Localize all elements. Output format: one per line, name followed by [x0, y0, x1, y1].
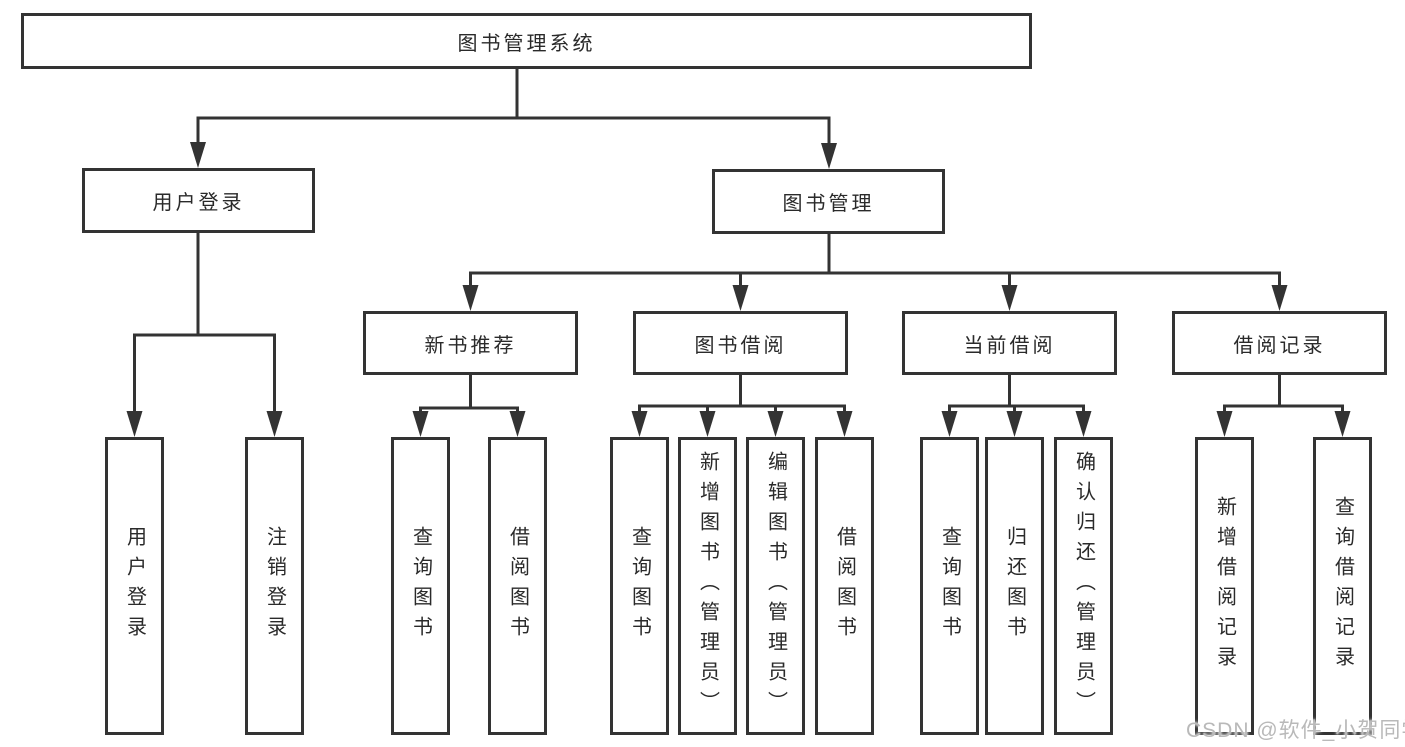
connector-user-login-to-leaves — [126, 233, 283, 437]
node-book-borrowing: 图书借阅 — [633, 311, 848, 375]
connector-book-mgmt-to-level3 — [462, 234, 1288, 311]
watermark: CSDN @软件_小贺同学 — [1186, 719, 1405, 742]
node-current-borrowing: 当前借阅 — [902, 311, 1117, 375]
node-root-system: 图书管理系统 — [21, 13, 1032, 69]
leaf-borrow-books: 借阅图书 — [815, 437, 874, 735]
connector-current-borrow-to-leaves — [941, 375, 1092, 437]
leaf-query-books-rec-label: 查询图书 — [409, 526, 432, 646]
leaf-return-books-label: 归还图书 — [1003, 526, 1026, 646]
connector-borrow-records-to-leaves — [1216, 375, 1351, 437]
connector-new-book-rec-to-leaves — [412, 375, 526, 437]
leaf-confirm-return-admin-label: 确认归还（管理员） — [1072, 451, 1095, 721]
node-borrowing-records-label: 借阅记录 — [1233, 334, 1326, 357]
node-root-system-label: 图书管理系统 — [457, 32, 596, 55]
node-book-management-label: 图书管理 — [782, 193, 875, 215]
leaf-add-books-admin-label: 新增图书（管理员） — [696, 451, 719, 721]
leaf-query-books-borrow: 查询图书 — [610, 437, 669, 735]
leaf-edit-books-admin: 编辑图书（管理员） — [746, 437, 805, 735]
node-user-login: 用户登录 — [82, 168, 315, 233]
leaf-query-books-current: 查询图书 — [920, 437, 979, 735]
node-current-borrowing-label: 当前借阅 — [963, 334, 1056, 357]
node-new-book-recommend: 新书推荐 — [363, 311, 578, 375]
leaf-borrow-books-rec-label: 借阅图书 — [506, 526, 529, 646]
node-book-management: 图书管理 — [712, 169, 945, 234]
leaf-user-login-label: 用户登录 — [123, 526, 146, 646]
leaf-user-login: 用户登录 — [105, 437, 164, 735]
leaf-edit-books-admin-label: 编辑图书（管理员） — [764, 451, 787, 721]
leaf-query-books-current-label: 查询图书 — [938, 526, 961, 646]
leaf-query-borrow-record: 查询借阅记录 — [1313, 437, 1372, 735]
node-user-login-label: 用户登录 — [152, 192, 245, 214]
node-new-book-recommend-label: 新书推荐 — [424, 334, 517, 357]
leaf-borrow-books-label: 借阅图书 — [833, 526, 856, 646]
connector-root-to-level2 — [190, 69, 837, 169]
leaf-confirm-return-admin: 确认归还（管理员） — [1054, 437, 1113, 735]
leaf-add-borrow-record-label: 新增借阅记录 — [1213, 496, 1236, 676]
leaf-query-books-rec: 查询图书 — [391, 437, 450, 735]
leaf-add-books-admin: 新增图书（管理员） — [678, 437, 737, 735]
leaf-borrow-books-rec: 借阅图书 — [488, 437, 547, 735]
node-book-borrowing-label: 图书借阅 — [694, 334, 787, 357]
node-borrowing-records: 借阅记录 — [1172, 311, 1387, 375]
leaf-query-borrow-record-label: 查询借阅记录 — [1331, 496, 1354, 676]
leaf-add-borrow-record: 新增借阅记录 — [1195, 437, 1254, 735]
leaf-return-books: 归还图书 — [985, 437, 1044, 735]
leaf-query-books-borrow-label: 查询图书 — [628, 526, 651, 646]
leaf-logout-label: 注销登录 — [263, 526, 286, 646]
connector-book-borrow-to-leaves — [631, 375, 853, 437]
leaf-logout: 注销登录 — [245, 437, 304, 735]
